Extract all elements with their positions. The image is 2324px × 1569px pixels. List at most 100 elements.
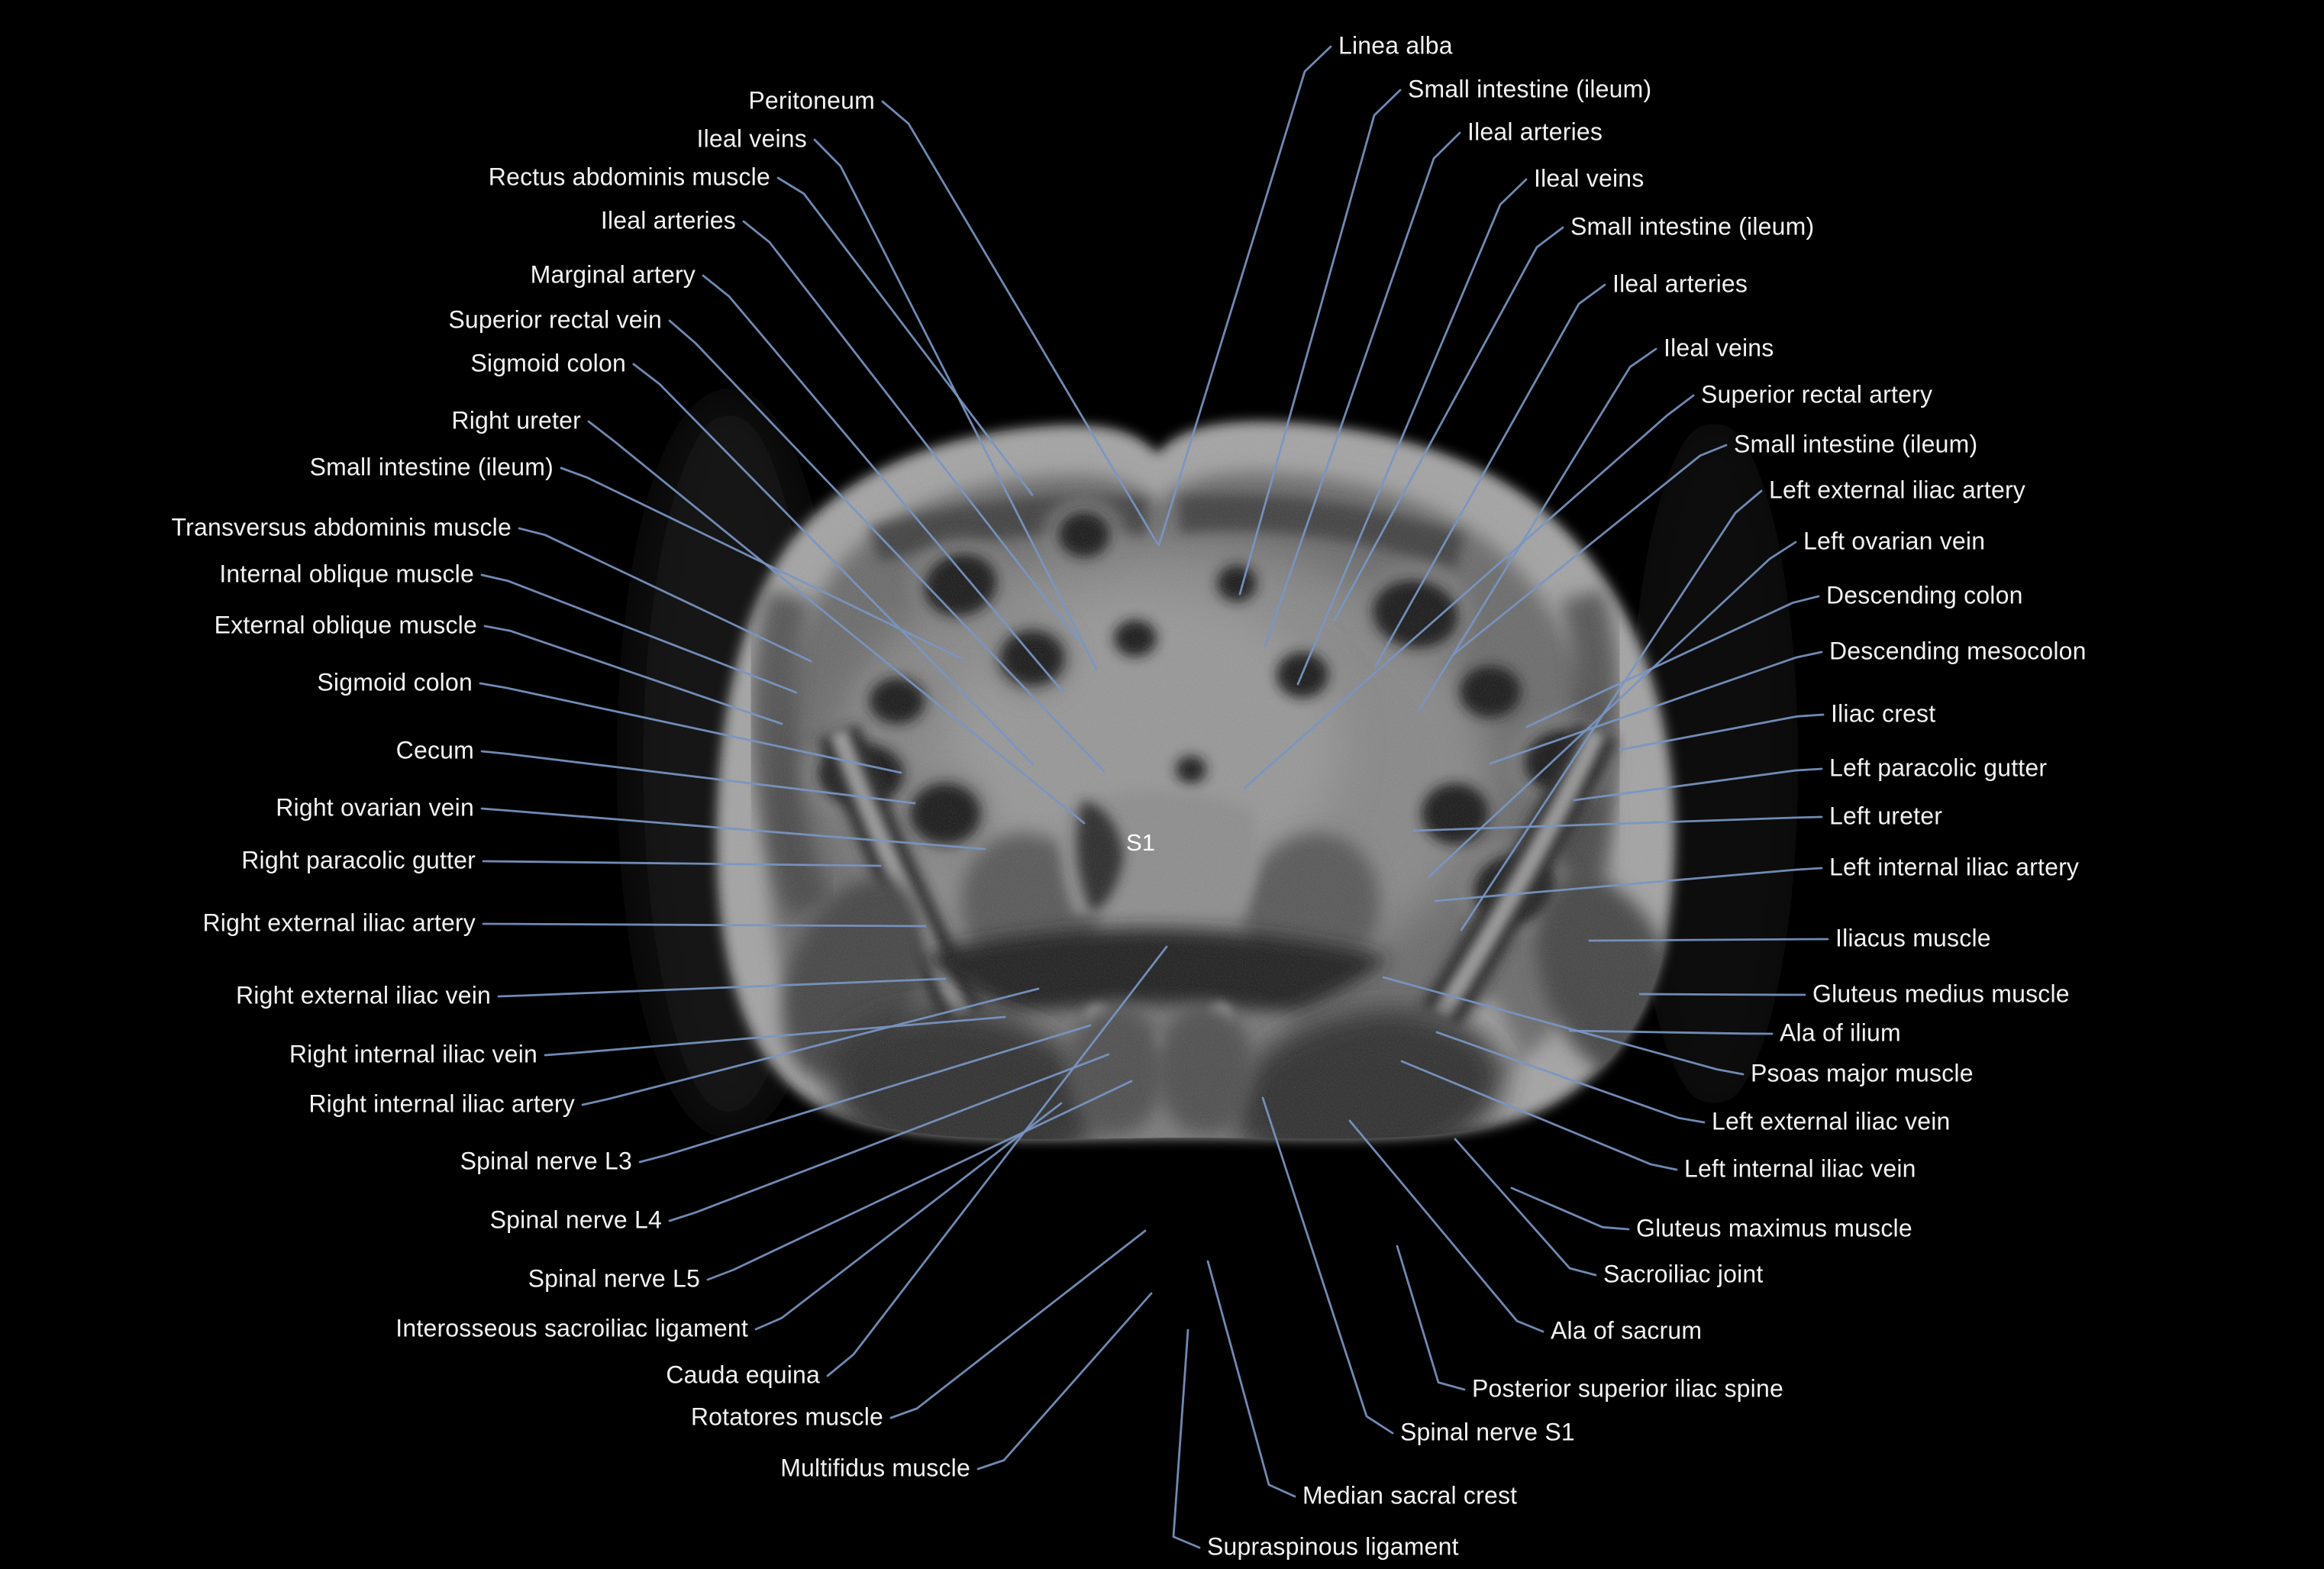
leader-line-left-17 xyxy=(497,977,947,998)
noise-overlay xyxy=(716,421,1675,1140)
leader-line-right-11 xyxy=(1525,595,1820,728)
leader-line-right-22 xyxy=(1400,1060,1678,1171)
leader-line-right-25 xyxy=(1348,1119,1544,1333)
anatomy-label-left-21: Spinal nerve L4 xyxy=(489,1206,662,1234)
leader-line-right-19 xyxy=(1568,1029,1774,1035)
anatomy-label-left-26: Multifidus muscle xyxy=(780,1454,970,1482)
leader-line-right-15 xyxy=(1412,815,1823,832)
anatomy-label-right-8: Small intestine (ileum) xyxy=(1734,430,1978,458)
leader-line-right-29 xyxy=(1172,1328,1201,1549)
leader-line-right-3 xyxy=(1296,178,1528,686)
anatomy-label-right-24: Sacroiliac joint xyxy=(1603,1260,1764,1288)
leader-line-left-5 xyxy=(668,319,1106,773)
leader-line-right-20 xyxy=(1382,976,1745,1076)
anatomy-label-right-28: Median sacral crest xyxy=(1302,1481,1518,1509)
anatomy-label-right-25: Ala of sacrum xyxy=(1551,1316,1703,1345)
leader-line-right-27 xyxy=(1261,1096,1394,1435)
anatomy-label-left-16: Right external iliac artery xyxy=(202,909,476,937)
leader-line-left-14 xyxy=(480,807,986,851)
leader-line-left-10 xyxy=(480,573,798,694)
anatomy-label-left-24: Cauda equina xyxy=(666,1361,820,1389)
anatomy-label-left-4: Marginal artery xyxy=(530,260,696,289)
anatomy-label-left-23: Interosseous sacroiliac ligament xyxy=(395,1314,748,1342)
anatomy-label-right-23: Gluteus maximus muscle xyxy=(1636,1214,1912,1242)
anatomy-label-right-27: Spinal nerve S1 xyxy=(1400,1418,1575,1446)
anatomy-label-right-15: Left ureter xyxy=(1829,802,1943,830)
leader-line-left-0 xyxy=(881,100,1159,545)
leader-line-right-16 xyxy=(1434,867,1823,902)
leader-line-left-25 xyxy=(889,1229,1147,1419)
anatomy-label-left-20: Spinal nerve L3 xyxy=(460,1147,632,1175)
anatomy-label-right-13: Iliac crest xyxy=(1831,699,1936,728)
leader-line-left-6 xyxy=(632,363,1034,765)
leader-line-left-23 xyxy=(754,1102,1063,1331)
leader-line-right-6 xyxy=(1417,347,1657,712)
anatomy-label-right-19: Ala of ilium xyxy=(1780,1019,1901,1047)
anatomy-label-right-3: Ileal veins xyxy=(1534,164,1645,192)
leader-line-left-19 xyxy=(581,987,1040,1106)
anatomy-label-left-9: Transversus abdominis muscle xyxy=(171,513,512,541)
leader-line-left-12 xyxy=(479,682,902,774)
leader-line-right-4 xyxy=(1333,226,1564,621)
leader-line-right-12 xyxy=(1489,651,1823,765)
leader-line-right-5 xyxy=(1374,283,1606,667)
leader-line-right-2 xyxy=(1264,131,1461,647)
anatomy-label-left-6: Sigmoid colon xyxy=(470,349,626,377)
anatomy-label-right-20: Psoas major muscle xyxy=(1751,1059,1974,1087)
anatomy-label-left-11: External oblique muscle xyxy=(214,611,477,639)
leader-line-left-8 xyxy=(560,467,962,660)
leader-line-right-7 xyxy=(1243,394,1695,789)
leader-line-left-7 xyxy=(587,420,1086,825)
leader-line-left-4 xyxy=(702,274,1064,693)
anatomy-label-left-12: Sigmoid colon xyxy=(317,668,473,696)
leader-line-right-28 xyxy=(1206,1260,1296,1498)
anatomy-label-right-11: Descending colon xyxy=(1826,581,2023,609)
anatomy-label-left-1: Ileal veins xyxy=(696,124,807,153)
leader-line-left-21 xyxy=(668,1053,1110,1222)
leader-line-left-15 xyxy=(482,860,882,867)
anatomy-label-left-14: Right ovarian vein xyxy=(276,793,474,822)
anatomy-label-left-19: Right internal iliac artery xyxy=(308,1090,575,1118)
leader-line-right-8 xyxy=(1453,444,1728,655)
anatomy-label-left-25: Rotatores muscle xyxy=(690,1403,883,1431)
anatomy-label-right-10: Left ovarian vein xyxy=(1803,527,1986,555)
leader-line-right-18 xyxy=(1638,993,1806,996)
leader-line-right-17 xyxy=(1588,938,1829,942)
leader-line-left-2 xyxy=(776,176,1034,496)
anatomy-label-right-1: Small intestine (ileum) xyxy=(1408,75,1652,103)
leader-line-right-0 xyxy=(1157,45,1332,547)
leader-line-left-24 xyxy=(826,945,1168,1377)
leader-line-right-24 xyxy=(1454,1138,1597,1277)
anatomy-label-right-4: Small intestine (ileum) xyxy=(1570,212,1815,241)
anatomy-label-left-22: Spinal nerve L5 xyxy=(528,1264,700,1293)
leader-line-right-21 xyxy=(1435,1031,1706,1124)
leader-line-left-13 xyxy=(480,750,916,805)
anatomy-label-right-22: Left internal iliac vein xyxy=(1684,1154,1916,1183)
anatomy-label-right-21: Left external iliac vein xyxy=(1712,1107,1951,1135)
leader-line-right-10 xyxy=(1428,541,1797,878)
leader-line-right-1 xyxy=(1238,89,1402,596)
s1-marker: S1 xyxy=(1126,829,1155,856)
leader-line-right-23 xyxy=(1510,1186,1630,1231)
anatomy-label-left-10: Internal oblique muscle xyxy=(219,560,474,588)
leader-line-left-9 xyxy=(518,527,812,663)
leader-line-left-22 xyxy=(706,1080,1133,1281)
anatomy-label-right-2: Ileal arteries xyxy=(1467,118,1603,146)
anatomy-label-right-18: Gluteus medius muscle xyxy=(1812,980,2070,1008)
leader-line-left-16 xyxy=(482,922,927,928)
anatomy-label-left-5: Superior rectal vein xyxy=(448,305,662,334)
leader-line-left-26 xyxy=(976,1292,1153,1471)
anatomy-label-right-6: Ileal veins xyxy=(1664,334,1774,362)
anatomy-label-right-17: Iliacus muscle xyxy=(1835,924,1991,952)
anatomy-label-right-16: Left internal iliac artery xyxy=(1829,853,2080,881)
anatomy-label-right-29: Supraspinous ligament xyxy=(1207,1532,1459,1561)
leader-line-left-20 xyxy=(638,1024,1092,1164)
anatomy-label-left-7: Right ureter xyxy=(451,406,581,434)
anatomy-label-left-2: Rectus abdominis muscle xyxy=(488,163,770,191)
leader-line-left-18 xyxy=(544,1015,1006,1057)
anatomy-label-left-13: Cecum xyxy=(395,736,474,764)
anatomy-label-left-17: Right external iliac vein xyxy=(235,981,491,1009)
anatomy-label-right-0: Linea alba xyxy=(1338,31,1453,60)
